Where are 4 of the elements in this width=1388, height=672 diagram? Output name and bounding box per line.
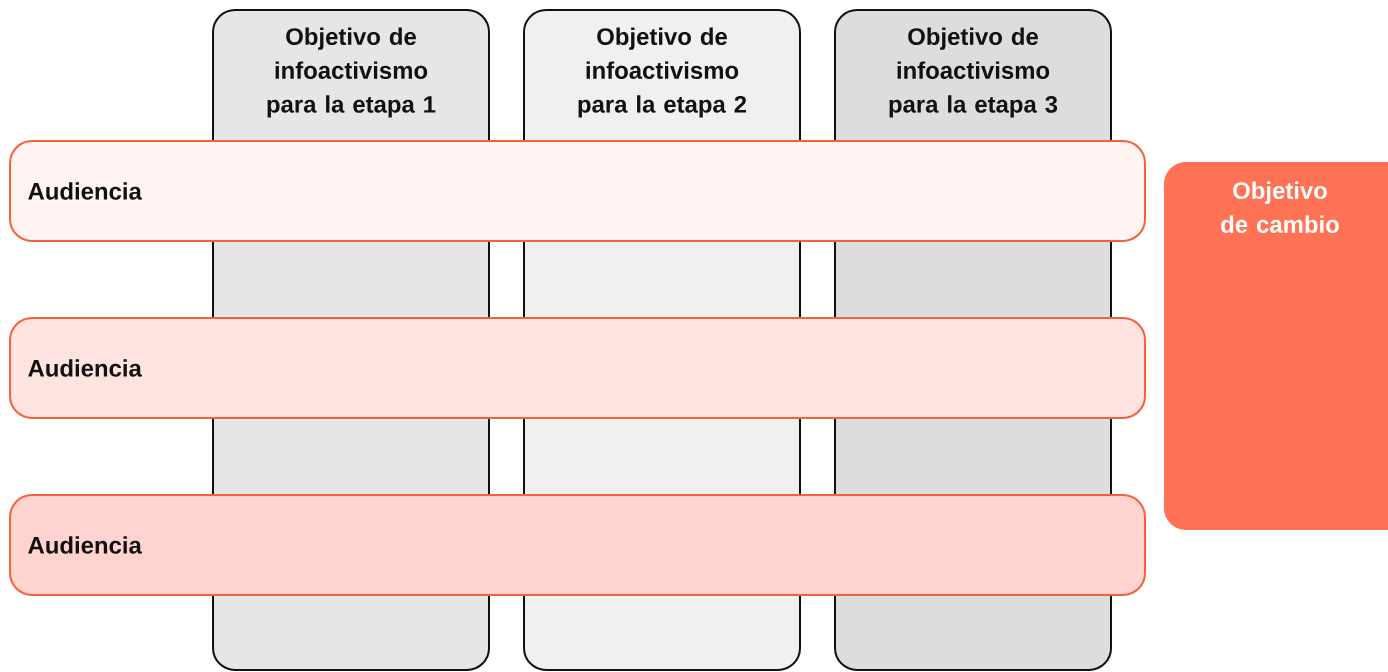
audience-band: Audiencia xyxy=(9,494,1146,596)
audience-band: Audiencia xyxy=(9,317,1146,419)
goal-box: Objetivo de cambio xyxy=(1164,162,1388,530)
audience-band: Audiencia xyxy=(9,140,1146,242)
